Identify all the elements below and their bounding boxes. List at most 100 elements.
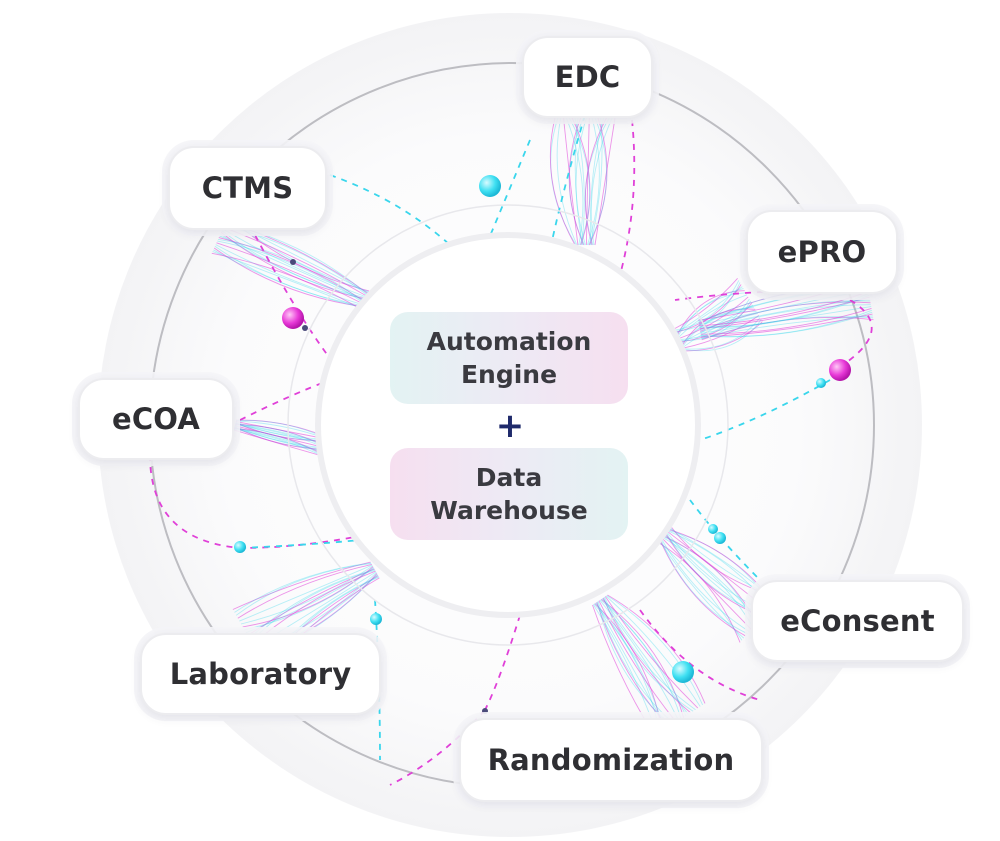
fiber-line — [233, 428, 319, 455]
fiber-line — [224, 224, 368, 296]
magenta-sphere — [829, 359, 851, 381]
magenta-sphere — [282, 307, 304, 329]
fiber-line — [675, 284, 742, 333]
cyan-sphere — [479, 175, 501, 197]
plus-sign: + — [495, 406, 525, 446]
fiber-line — [585, 117, 590, 246]
node-ecoa[interactable]: eCOA — [78, 378, 234, 460]
fiber-line — [565, 117, 584, 246]
dark-dot — [302, 325, 308, 331]
node-randomization[interactable]: Randomization — [459, 718, 763, 802]
fiber-line — [658, 541, 743, 641]
dark-dot — [482, 708, 488, 714]
fiber-line — [664, 535, 760, 622]
fiber-line — [215, 244, 364, 306]
fiber-line — [686, 321, 763, 352]
fiber-line — [597, 601, 675, 725]
fiber-line — [235, 563, 372, 616]
fiber-line — [250, 569, 376, 642]
fiber-line — [247, 568, 375, 636]
fiber-line — [223, 226, 368, 297]
fiber-line — [214, 245, 363, 307]
fiber-line — [216, 242, 364, 305]
fiber-line — [597, 601, 672, 726]
fiber-line — [602, 598, 689, 715]
node-edc[interactable]: EDC — [522, 36, 653, 118]
fiber-line — [549, 117, 576, 246]
fiber-line — [700, 309, 872, 337]
fiber-line — [602, 597, 691, 714]
fiber-line — [222, 228, 367, 298]
fiber-line — [601, 598, 687, 717]
fiber-line — [220, 233, 366, 301]
fiber-line — [680, 302, 753, 343]
fiber-line — [665, 533, 764, 618]
fiber-line — [234, 562, 372, 613]
fiber-line — [595, 602, 665, 731]
fiber-line — [568, 117, 591, 246]
fiber-line — [700, 306, 872, 334]
fiber-line — [699, 300, 871, 331]
fiber-line — [593, 603, 661, 734]
fiber-bundles — [211, 117, 874, 737]
fiber-line — [699, 296, 870, 330]
fiber-line — [236, 419, 323, 436]
fiber-line — [586, 117, 600, 246]
fiber-line — [678, 294, 748, 338]
fiber-line — [685, 319, 762, 352]
fiber-line — [701, 316, 874, 340]
fiber-line — [660, 539, 748, 635]
automation-engine-box: Automation Engine — [390, 312, 628, 404]
fiber-line — [574, 117, 584, 246]
fiber-line — [212, 251, 362, 309]
fiber-line — [568, 117, 585, 246]
fiber-line — [678, 296, 749, 339]
fiber-line — [603, 597, 694, 712]
fiber-line — [604, 596, 696, 711]
fiber-line — [681, 306, 755, 344]
cyan-sphere — [672, 661, 694, 683]
fiber-line — [680, 300, 751, 341]
fiber-line — [234, 428, 319, 454]
fiber-line — [595, 602, 668, 729]
fiber-line — [604, 596, 699, 709]
fiber-line — [661, 538, 750, 633]
node-econsent[interactable]: eConsent — [751, 580, 964, 662]
fiber-line — [606, 595, 704, 706]
fiber-line — [600, 599, 682, 720]
fiber-line — [658, 542, 741, 643]
fiber-line — [590, 117, 605, 246]
fiber-line — [605, 595, 701, 707]
fiber-line — [213, 249, 362, 308]
fiber-line — [676, 288, 744, 335]
fiber-line — [220, 232, 366, 300]
fiber-line — [663, 535, 758, 624]
fiber-line — [571, 117, 591, 246]
fiber-line — [587, 117, 607, 246]
fiber-line — [237, 563, 372, 619]
fiber-line — [235, 419, 323, 437]
fiber-line — [219, 235, 365, 301]
fiber-line — [699, 291, 869, 327]
fiber-line — [666, 532, 765, 616]
fiber-line — [233, 429, 318, 456]
cyan-sphere — [816, 378, 826, 388]
cyan-sphere — [714, 532, 726, 544]
fiber-line — [699, 292, 869, 328]
fiber-line — [556, 117, 578, 246]
node-laboratory[interactable]: Laboratory — [140, 633, 381, 715]
node-epro[interactable]: ePRO — [746, 210, 898, 294]
fiber-line — [676, 290, 745, 336]
fiber-line — [701, 311, 873, 338]
fiber-line — [590, 117, 613, 246]
data-warehouse-box: Data Warehouse — [390, 448, 628, 540]
inner-ring-outer — [287, 204, 729, 646]
fiber-line — [221, 230, 367, 299]
fiber-line — [674, 280, 740, 331]
fiber-line — [589, 117, 603, 246]
fiber-line — [588, 117, 608, 246]
node-ctms[interactable]: CTMS — [168, 146, 327, 230]
fiber-line — [232, 561, 371, 610]
fiber-line — [563, 117, 579, 246]
fiber-line — [248, 569, 375, 639]
